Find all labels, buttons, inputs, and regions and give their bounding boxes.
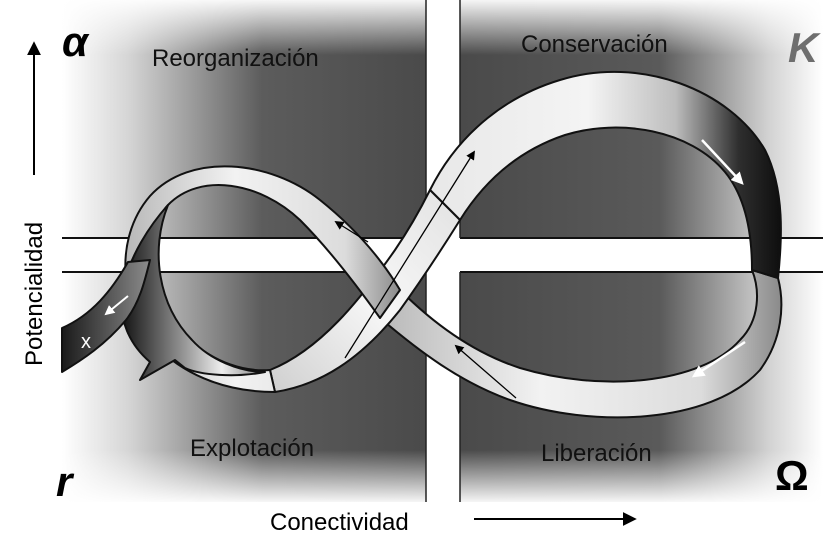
adaptive-cycle-ribbon bbox=[61, 70, 783, 419]
label-reorganization: Reorganización bbox=[152, 45, 319, 72]
arrow-release-left bbox=[691, 340, 746, 378]
symbol-alpha: α bbox=[62, 18, 90, 65]
arrow-reorganization bbox=[334, 221, 369, 243]
ribbon-exit-tail bbox=[61, 259, 151, 373]
x-axis-label: Conectividad bbox=[270, 509, 409, 536]
label-exploitation: Explotación bbox=[190, 435, 314, 462]
exit-marker: x bbox=[81, 331, 91, 353]
y-axis-label: Potencialidad bbox=[21, 222, 48, 366]
arrow-exit bbox=[104, 295, 129, 316]
quadrant-labels: Reorganización Conservación Explotación … bbox=[152, 31, 668, 467]
ribbon-release-loop bbox=[379, 269, 783, 419]
label-release: Liberación bbox=[541, 440, 652, 467]
arrow-release bbox=[454, 344, 517, 399]
symbol-r: r bbox=[56, 458, 75, 505]
axes: Potencialidad Conectividad bbox=[21, 41, 637, 536]
ribbon-left-loop bbox=[124, 165, 401, 393]
label-conservation: Conservación bbox=[521, 31, 668, 58]
arrow-conservation-down bbox=[701, 139, 744, 185]
flow-arrows bbox=[104, 139, 746, 399]
symbol-kappa: K bbox=[788, 24, 821, 71]
arrow-exploitation-up bbox=[344, 150, 475, 359]
symbol-omega: Ω bbox=[775, 452, 809, 499]
corner-symbols: α K r Ω bbox=[56, 18, 821, 505]
ribbon-conservation-loop bbox=[429, 70, 782, 279]
